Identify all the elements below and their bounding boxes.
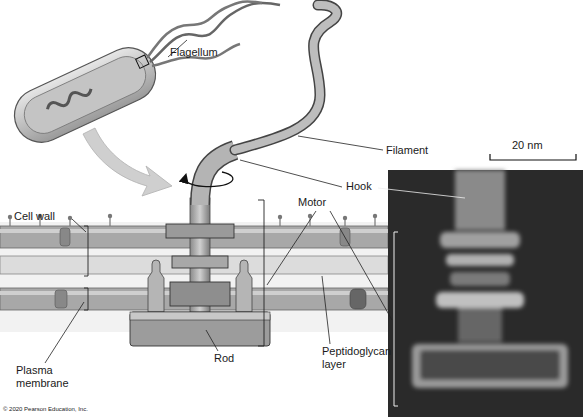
part-label: Rod: [214, 352, 234, 365]
membrane-protein: [55, 290, 67, 308]
flagellum-strand: [147, 1, 262, 58]
membrane-protein: [350, 289, 366, 309]
hook: [200, 150, 235, 205]
leader-line: [267, 211, 316, 285]
micrograph-ground: [388, 170, 583, 417]
nucleoid: [46, 85, 93, 113]
cell-wall-bracket: [84, 226, 88, 276]
copyright-note: © 2020 Pearson Education, Inc.: [3, 405, 88, 413]
part-label: Peptidoglycan layer: [322, 345, 414, 371]
leader-line: [330, 211, 392, 320]
part-label: Filament: [386, 144, 428, 157]
part-label: Plasma membrane: [16, 364, 78, 390]
motor-bracket: [258, 200, 264, 346]
rotation-arrow: [185, 172, 233, 187]
part-label: Cell wall: [14, 210, 55, 223]
leader-line: [298, 136, 383, 150]
part-label: Flagellum: [170, 46, 218, 59]
flagellum-strand: [152, 44, 240, 66]
leader-line: [322, 276, 330, 344]
hook-outline: [200, 150, 235, 205]
ms-ring: [170, 282, 230, 306]
leader-line: [378, 188, 465, 198]
c-ring-top: [130, 312, 270, 320]
scale-bar: [490, 154, 576, 160]
stator: [236, 260, 252, 312]
leader-line: [240, 160, 342, 187]
leader-line: [206, 330, 218, 351]
motor: [130, 198, 270, 346]
micrograph: [388, 170, 583, 417]
membrane-bracket: [84, 288, 88, 310]
stator: [148, 260, 164, 312]
p-ring: [172, 256, 228, 268]
leader-line: [72, 219, 86, 232]
l-ring: [166, 224, 234, 238]
filament-outline: [235, 5, 337, 150]
micrograph-bracket: [394, 232, 398, 406]
leader-line: [45, 302, 84, 363]
part-label: Motor: [298, 196, 326, 209]
cell-interior: [18, 50, 152, 139]
c-ring: [130, 312, 270, 346]
zoom-arrow: [83, 128, 172, 196]
scale-label: 20 nm: [512, 139, 543, 152]
filament: [235, 5, 337, 150]
part-label: Hook: [344, 180, 374, 193]
membrane-protein: [60, 228, 70, 246]
